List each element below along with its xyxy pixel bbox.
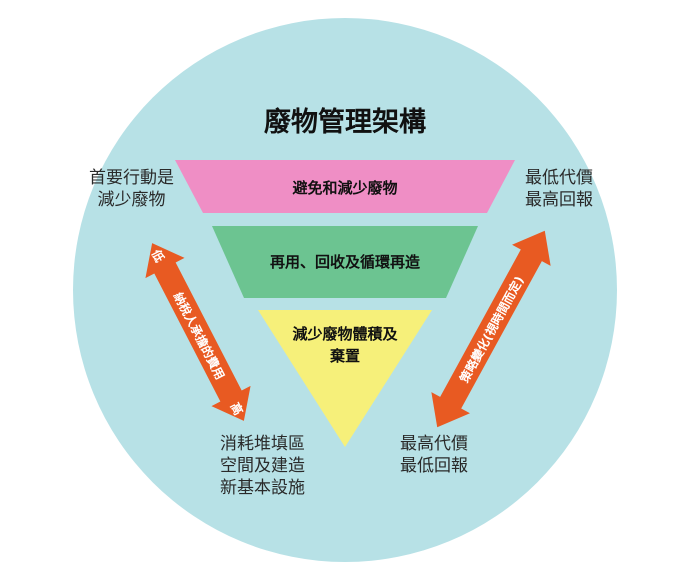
diagram-title: 廢物管理架構 [264, 106, 426, 138]
tier-reuse-recycle-label: 再用、回收及循環再造 [270, 253, 420, 271]
tier-reduce-dispose-label-line2: 棄置 [330, 347, 360, 365]
right-top-note: 最低代價 最高回報 [525, 167, 593, 211]
left-bottom-note: 消耗堆填區 空間及建造 新基本設施 [220, 433, 305, 499]
left-bottom-note-line3: 新基本設施 [220, 478, 305, 498]
left-arrow-low-label: 低 [148, 246, 167, 264]
left-arrow-shape [145, 243, 251, 421]
tier-reduce-dispose-label-line1: 減少廢物體積及 [292, 325, 398, 343]
left-bottom-note-line2: 空間及建造 [220, 456, 305, 476]
right-bottom-note-line2: 最低回報 [400, 456, 468, 476]
tier-reduce-dispose [258, 310, 432, 447]
right-top-note-line1: 最低代價 [525, 168, 593, 188]
tier-avoid-reduce [175, 160, 515, 213]
left-top-note: 首要行動是 減少廢物 [89, 167, 174, 211]
left-top-note-line1: 首要行動是 [89, 168, 174, 188]
right-top-note-line2: 最高回報 [525, 190, 593, 210]
right-bottom-note: 最高代價 最低回報 [400, 433, 468, 477]
left-top-note-line2: 減少廢物 [97, 190, 166, 210]
tier-avoid-reduce-label: 避免和減少廢物 [292, 179, 397, 197]
right-arrow-shape [431, 230, 551, 428]
right-bottom-note-line1: 最高代價 [400, 434, 468, 454]
left-bottom-note-line1: 消耗堆填區 [220, 434, 305, 454]
tier-reuse-recycle [212, 226, 478, 298]
